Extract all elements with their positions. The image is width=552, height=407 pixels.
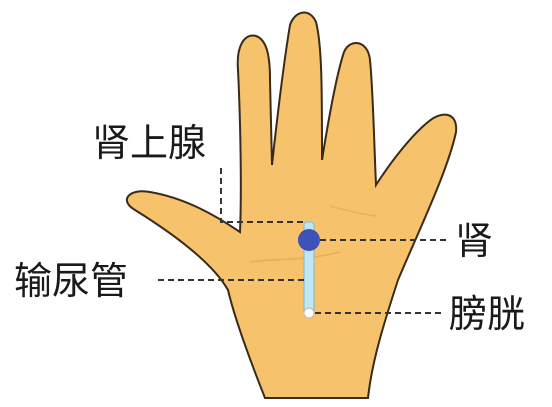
label-kidney: 肾 — [455, 219, 494, 263]
leader-adrenal — [220, 168, 306, 223]
label-adrenal: 肾上腺 — [92, 121, 207, 165]
label-bladder: 膀胱 — [449, 292, 526, 336]
bladder-point — [303, 307, 315, 319]
palm-crease-2 — [329, 205, 377, 217]
palm-crease — [249, 251, 341, 263]
label-ureter: 输尿管 — [14, 259, 129, 303]
kidney-point — [298, 229, 320, 251]
palm-outline — [126, 11, 458, 399]
